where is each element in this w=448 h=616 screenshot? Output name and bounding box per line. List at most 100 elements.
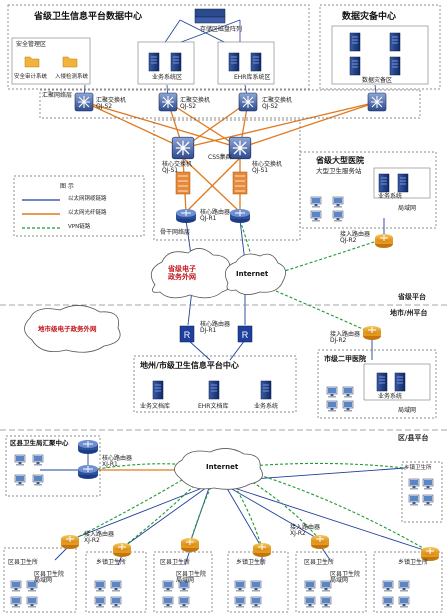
- hospital-title: 省级大型医院: [316, 156, 364, 165]
- ehr-server-icon: [228, 52, 240, 72]
- county-core-router-icon: [77, 464, 99, 480]
- dr-server-icon: [349, 32, 361, 52]
- business-server-icon: [170, 52, 182, 72]
- county-access-router-label: 接入路由器 XJ-R2: [84, 531, 115, 544]
- county-access-router-icon: [60, 534, 80, 550]
- county-agg-title: 区县卫生局汇聚中心: [10, 439, 69, 447]
- city-ehr-db-label: EHR文档库: [198, 403, 229, 410]
- county-level-label: 区/县平台: [398, 434, 429, 442]
- agg-switch-label: 汇聚交换机 QJ-S2: [262, 97, 293, 110]
- province-dc-title: 省级卫生信息平台数据中心: [34, 12, 143, 22]
- city-hospital-lan-label: 局域网: [398, 407, 417, 414]
- pc-icon: [14, 474, 26, 486]
- province-internet-label: Internet: [236, 270, 269, 278]
- pc-icon: [310, 196, 322, 208]
- county-access-router-icon: [252, 542, 272, 558]
- agg-switch-icon: [158, 92, 178, 112]
- pc-icon: [32, 474, 44, 486]
- dashed-boxes: [3, 4, 443, 613]
- county-access-router-label: 接入路由器 XJ-R2: [290, 524, 321, 537]
- county-access-router-icon: [180, 537, 200, 553]
- core-switch-icon: [228, 136, 252, 160]
- city-core-router-icon: R: [237, 325, 253, 343]
- access-router-label: 接入路由器 QJ-R2: [340, 231, 371, 244]
- storage-label: 存储区磁盘阵列: [200, 26, 243, 33]
- hospital-server-icon: [378, 173, 390, 193]
- backbone-label: 骨干网络层: [160, 229, 191, 236]
- security-audit-label: 安全审计系统: [14, 74, 48, 80]
- legend-swatches: [22, 199, 60, 229]
- hospital-biz-label: 业务系统: [378, 193, 403, 200]
- city-doc-server-icon: [152, 380, 164, 400]
- city-access-router-label: 接入路由器 DJ-R2: [330, 331, 361, 344]
- dr-zone-label: 数据灾备区: [362, 77, 393, 84]
- legend-item-fiber: 以太网光纤链路: [68, 210, 107, 216]
- svg-text:R: R: [184, 330, 191, 340]
- county-core-router-icon: [77, 439, 99, 455]
- province-level-label: 省级平台: [398, 293, 426, 301]
- core-switch-label: 核心交换机 QJ-S1: [252, 161, 283, 174]
- core-switch-icon: [171, 136, 195, 160]
- city-doc-db-label: 业务文档库: [140, 403, 171, 410]
- dr-server-icon: [389, 32, 401, 52]
- pc-icon: [310, 210, 322, 222]
- city-hospital-biz-label: 业务系统: [378, 393, 403, 400]
- intrusion-detect-label: 入侵检测系统: [55, 74, 89, 80]
- agg-switch-icon: [74, 92, 94, 112]
- firewall-icon: [175, 171, 191, 195]
- pc-icon: [332, 196, 344, 208]
- core-switch-label: 核心交换机 QJ-S1: [162, 161, 193, 174]
- city-access-router-icon: [362, 325, 382, 341]
- city-biz-sys-label: 业务系统: [254, 403, 279, 410]
- dr-server-icon: [349, 56, 361, 76]
- bottom-box-title: 乡镇卫生所: [398, 559, 429, 566]
- city-hospital-title: 市级二甲医院: [324, 355, 366, 363]
- agg-switch-icon: [367, 92, 387, 112]
- hospital-server-icon: [394, 372, 406, 392]
- agg-switch-icon: [238, 92, 258, 112]
- pc-icon: [342, 400, 354, 412]
- bottom-pcs: [10, 580, 410, 608]
- core-router-icon: [229, 208, 251, 224]
- city-core-router-label: 核心路由器 DJ-R1: [200, 321, 231, 334]
- county-internet-label: Internet: [206, 463, 239, 471]
- township-right-label: 乡镇卫生所: [404, 465, 432, 471]
- bottom-box-sub: 区县卫生院 局域网: [176, 571, 207, 584]
- dr-server-icon: [389, 56, 401, 76]
- css-label: CSS集群: [208, 154, 232, 161]
- pc-icon: [326, 400, 338, 412]
- bottom-box-title: 区县卫生所: [304, 559, 335, 566]
- county-access-router-icon: [310, 534, 330, 550]
- legend-item-copper: 以太网铜缆链路: [68, 196, 107, 202]
- pc-icon: [422, 478, 434, 490]
- agg-layer-label: 汇聚网络层: [42, 92, 73, 99]
- city-extranet-label: 地市级电子政务外网: [38, 325, 97, 333]
- bottom-box-title: 区县卫生所: [160, 559, 191, 566]
- bottom-box-sub: 区县卫生院 局域网: [34, 571, 65, 584]
- province-extranet-label: 省级电子 政务外网: [168, 265, 196, 281]
- bottom-box-title: 区县卫生所: [8, 559, 39, 566]
- core-router-icon: [175, 208, 197, 224]
- pc-icon: [408, 478, 420, 490]
- pc-icon: [332, 210, 344, 222]
- city-core-router-icon: R: [179, 325, 195, 343]
- city-extranet-cloud: [24, 305, 121, 353]
- pc-icon: [342, 386, 354, 398]
- county-access-router-icon: [112, 542, 132, 558]
- inner-zone-boxes: [11, 25, 431, 401]
- pc-icon: [326, 386, 338, 398]
- province-internet-cloud: [224, 253, 286, 295]
- legend-title: 图 示: [60, 183, 74, 190]
- agg-switch-label: 汇聚交换机 QJ-S2: [180, 97, 211, 110]
- city-biz-server-icon: [260, 380, 272, 400]
- city-ehr-server-icon: [208, 380, 220, 400]
- level-separators: [0, 304, 448, 431]
- business-zone-label: 业务系统区: [152, 74, 183, 81]
- pc-icon: [408, 494, 420, 506]
- hospital-subtitle: 大型卫生服务站: [316, 167, 362, 175]
- pc-icon: [32, 454, 44, 466]
- firewall-icon: [232, 171, 248, 195]
- security-zone-label: 安全管理区: [16, 41, 47, 48]
- storage-array-icon: [194, 8, 226, 24]
- city-level-label: 地市/州平台: [390, 309, 428, 317]
